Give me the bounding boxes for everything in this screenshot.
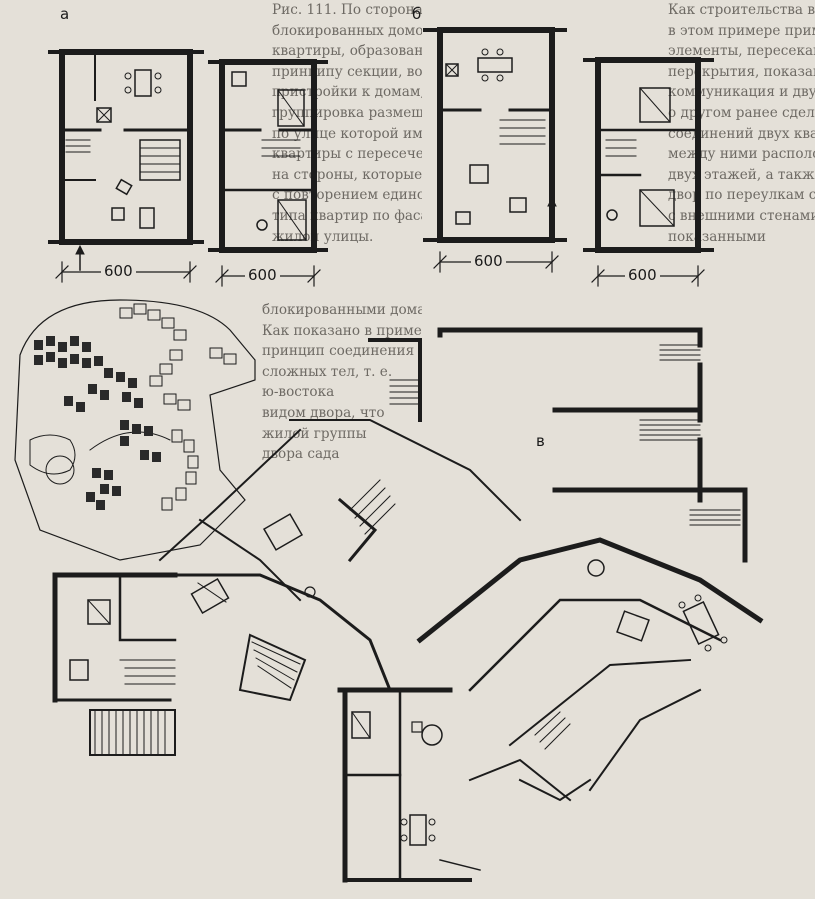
site-plan — [14, 299, 256, 561]
background-text-line: Рис. 111. По сторонам улицы между — [272, 2, 422, 18]
background-text-line: ю-востока — [262, 384, 335, 401]
background-text-line: типа квартир по фасаду — [272, 207, 422, 224]
background-text-line: между ними расположены — [668, 146, 815, 163]
background-text-line: перекрытия, показанного — [668, 63, 815, 80]
site-building-blocks — [34, 336, 161, 510]
background-text-line: коммуникация и двухэтажных — [668, 84, 815, 101]
background-text-line: соединений двух квартир — [668, 125, 815, 142]
background-text-line: принципу секции, возможность — [272, 63, 422, 80]
background-text-line: блокированными домами — [262, 302, 422, 318]
panel-label-b: б — [412, 5, 422, 23]
background-text-line: квартиры с пересечением — [272, 146, 422, 163]
dimension-label-a2: 600 — [245, 266, 280, 284]
background-text-line: сложных тел, т. е. — [262, 363, 393, 380]
background-text-line: пристройки к домам, и — [272, 84, 422, 101]
background-text-line: двух этажей, а также на — [668, 166, 815, 183]
panel-label-v: в — [536, 432, 545, 450]
background-text-line: принцип соединения — [262, 343, 415, 360]
background-text-line: жилой группы — [262, 425, 367, 442]
background-text-line: видом двора, что — [262, 404, 385, 421]
plan-a-floor-1 — [48, 49, 204, 271]
dimension-label-b2: 600 — [625, 266, 660, 284]
background-text-line: группировка размещения — [272, 104, 422, 121]
plan-b-floor-2 — [583, 57, 714, 253]
background-text-line: квартиры, образованные по — [272, 43, 422, 60]
background-text-line: элементы, пересекающиеся в раз — [668, 43, 815, 60]
background-text-line: двор по переулкам соединяет — [668, 187, 815, 204]
background-text-line: в этом примере применены также — [668, 22, 815, 39]
background-text-line: блокированных домов расположены — [272, 22, 422, 39]
dimension-label-a1: 600 — [101, 262, 136, 280]
background-text-line: Как строительства выполненными — [668, 2, 815, 18]
plan-a-floor-2 — [208, 59, 328, 253]
plan-v-large — [52, 327, 764, 883]
background-text-line: с повторением единого — [272, 187, 422, 204]
background-text-top-right: Как строительства выполненными в этом при… — [668, 0, 815, 330]
background-text-line: на стороны, которые обра — [272, 166, 422, 183]
background-text-line: Как показано в примере, такой — [262, 322, 422, 339]
background-text-line: показанными — [668, 228, 766, 245]
background-text-line: с внешними стенами — [668, 207, 815, 224]
background-text-mid: блокированными домамиКак показано в прим… — [262, 300, 422, 500]
background-text-line: двора сада — [262, 446, 340, 463]
background-text-top-left: Рис. 111. По сторонам улицы между блокиро… — [272, 0, 422, 300]
plan-b-floor-1 — [423, 27, 567, 243]
background-text-line: о другом ранее сделаны — [668, 104, 815, 121]
dimension-label-b1: 600 — [471, 252, 506, 270]
panel-label-a: а — [60, 5, 70, 23]
